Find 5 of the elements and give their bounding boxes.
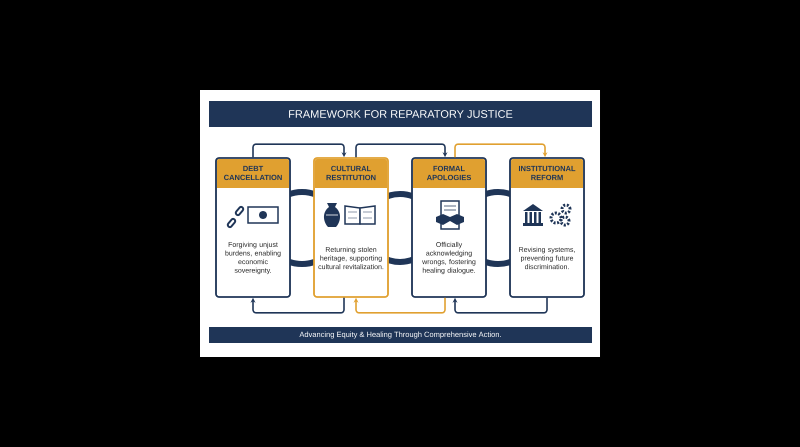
arrow [250,298,345,314]
arrow [355,143,448,158]
title-banner: FRAMEWORK FOR REPARATORY JUSTICE [209,101,592,127]
arrow [353,298,446,314]
arrow [454,143,548,158]
